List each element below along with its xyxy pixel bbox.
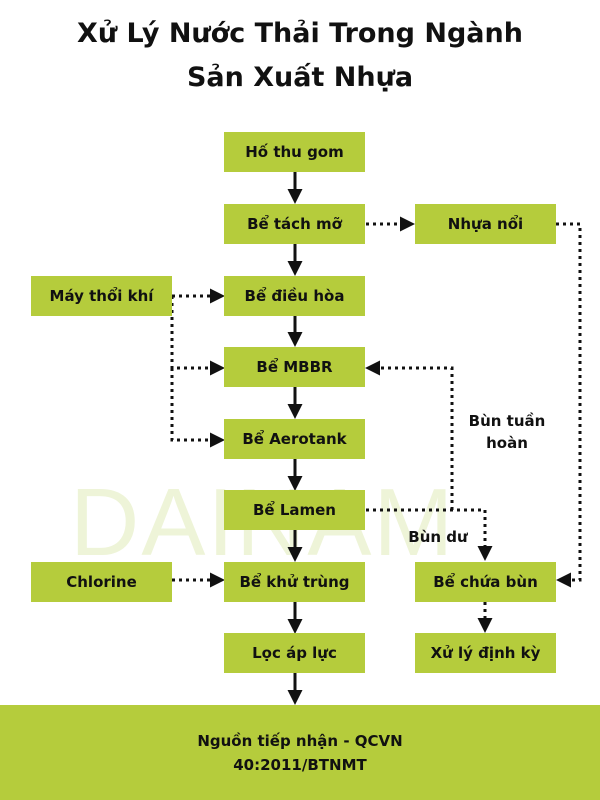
node-be-chua-bun: Bể chứa bùn	[415, 562, 556, 602]
title-line-2: Sản Xuất Nhựa	[186, 62, 414, 93]
node-be-khu-trung: Bể khử trùng	[224, 562, 365, 602]
footer-discharge: Nguồn tiếp nhận - QCVN 40:2011/BTNMT	[0, 705, 600, 800]
node-be-mbbr: Bể MBBR	[224, 347, 365, 387]
node-may-thoi-khi: Máy thổi khí	[31, 276, 172, 316]
label-bun-du: Bùn dư	[408, 528, 468, 546]
arrow-maythoikhi-to-mbbr	[170, 296, 225, 376]
node-loc-ap-luc: Lọc áp lực	[224, 633, 365, 673]
label-bun-tuan-hoan: Bùn tuần hoàn	[462, 410, 552, 454]
footer-line-1: Nguồn tiếp nhận - QCVN	[197, 731, 403, 750]
arrow-lamen-to-chuabun	[366, 508, 493, 561]
node-xu-ly-dinh-ky: Xử lý định kỳ	[415, 633, 556, 673]
arrow-nhuanoi-to-chuabun	[556, 222, 582, 588]
footer-line-2: 40:2011/BTNMT	[233, 755, 367, 774]
arrow-bun-tuan-hoan	[365, 360, 454, 510]
node-be-tach-mo: Bể tách mỡ	[224, 204, 365, 244]
label-bun-tuan-hoan-line-1: Bùn tuần	[468, 412, 546, 430]
node-ho-thu-gom: Hố thu gom	[224, 132, 365, 172]
node-be-dieu-hoa: Bể điều hòa	[224, 276, 365, 316]
node-be-lamen: Bể Lamen	[224, 490, 365, 530]
node-be-aerotank: Bể Aerotank	[224, 419, 365, 459]
footer-text: Nguồn tiếp nhận - QCVN 40:2011/BTNMT	[170, 729, 430, 777]
node-nhua-noi: Nhựa nổi	[415, 204, 556, 244]
node-chlorine: Chlorine	[31, 562, 172, 602]
diagram-title: Xử Lý Nước Thải Trong Ngành Sản Xuất Nhự…	[0, 12, 600, 100]
title-line-1: Xử Lý Nước Thải Trong Ngành	[77, 18, 523, 49]
label-bun-tuan-hoan-line-2: hoàn	[486, 434, 528, 452]
arrow-maythoikhi-to-aerotank	[170, 368, 225, 448]
